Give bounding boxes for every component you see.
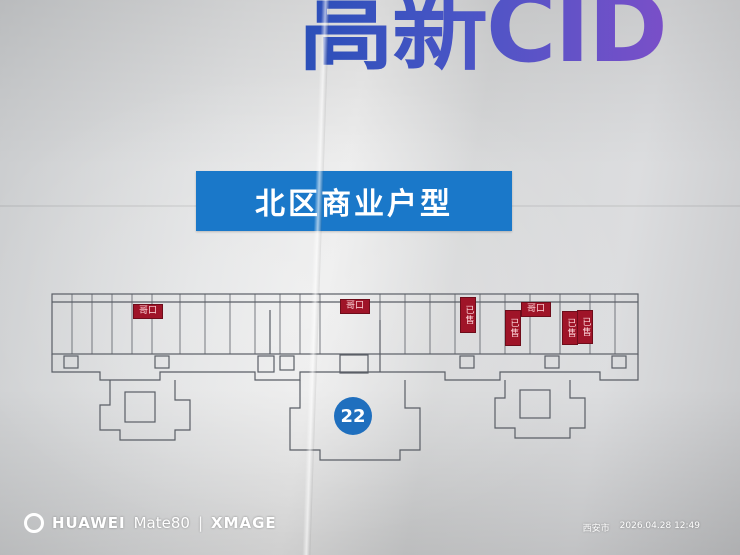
project-title: 高新CID <box>298 0 668 78</box>
unit-tag: 哥口 <box>340 299 370 314</box>
unit-tag-sold: 已售 <box>562 311 578 345</box>
photo-timestamp: 2026.04.28 12:49 <box>619 521 700 531</box>
building-number: 22 <box>340 405 366 427</box>
watermark-brand: HUAWEI <box>52 514 126 532</box>
unit-tag-sold: 已售 <box>577 310 593 344</box>
watermark-model: Mate80 <box>133 514 190 532</box>
floor-plan <box>51 293 639 461</box>
section-banner-label: 北区商业户型 <box>255 187 453 222</box>
watermark-separator: | <box>197 514 203 532</box>
camera-ring-icon <box>24 513 44 533</box>
watermark-lens: XMAGE <box>211 514 277 532</box>
photo-stamp: 西安市 2026.04.28 12:49 <box>583 521 700 534</box>
section-banner: 北区商业户型 <box>196 171 512 231</box>
unit-tag-sold: 已售 <box>460 297 476 333</box>
unit-tag: 哥口 <box>133 304 163 319</box>
photo-location: 西安市 <box>582 524 610 534</box>
unit-tag-sold: 已售 <box>505 310 521 346</box>
building-number-badge: 22 <box>334 397 372 435</box>
unit-tag: 哥口 <box>521 302 551 317</box>
camera-watermark: HUAWEI Mate80 | XMAGE <box>24 513 277 533</box>
